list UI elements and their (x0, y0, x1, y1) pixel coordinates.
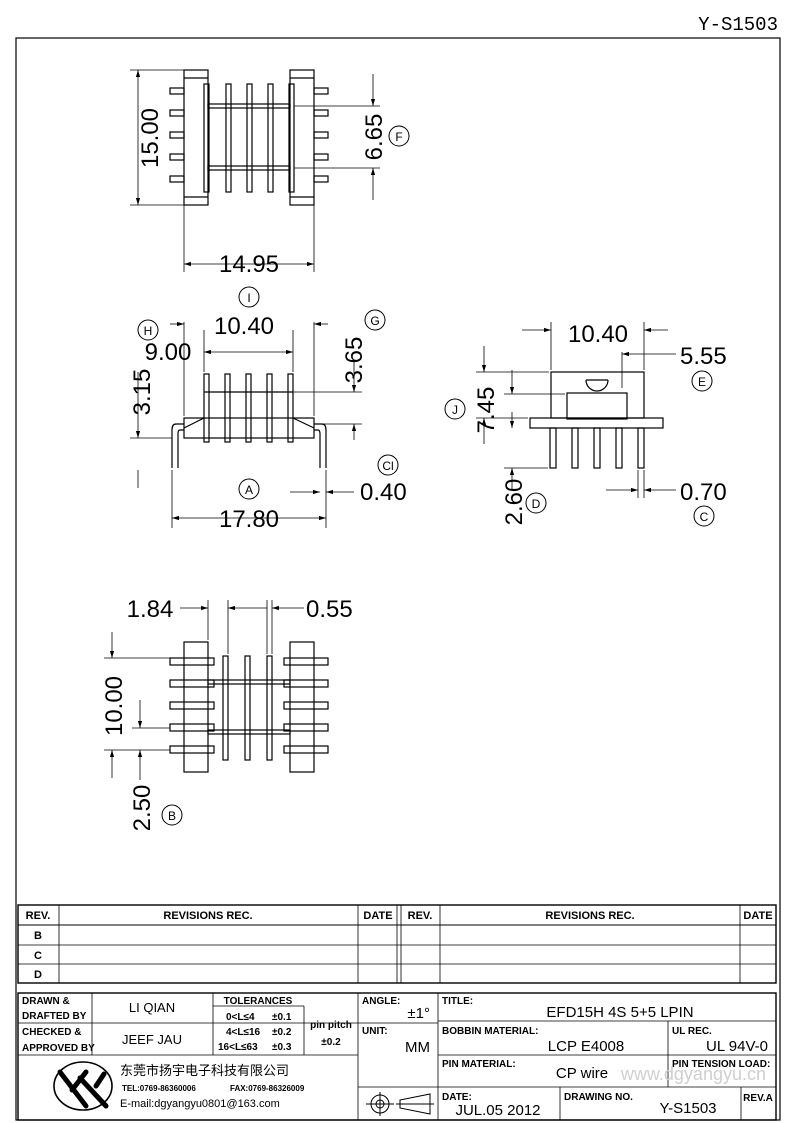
tol2-range: 4<L≤16 (226, 1027, 261, 1038)
callout-d: D (532, 497, 541, 511)
drawing-code: Y-S1503 (698, 14, 778, 36)
dim-bottom-slot: 0.55 (306, 596, 353, 623)
drawn-value: LI QIAN (129, 1000, 175, 1015)
callout-h: H (144, 324, 153, 338)
revisions-header-right: REVISIONS REC. (545, 910, 634, 922)
date-value: JUL.05 2012 (455, 1102, 540, 1119)
date-header-left: DATE (363, 910, 392, 922)
tol3-value: ±0.3 (272, 1042, 292, 1053)
callout-i: I (247, 291, 250, 305)
rev-row-b: B (34, 930, 42, 942)
tol3-range: 16<L≤63 (218, 1042, 258, 1053)
dim-top-width: 14.95 (219, 251, 279, 278)
dim-side-overall: 10.40 (214, 313, 274, 340)
title-label: TITLE: (442, 996, 473, 1007)
rev-row-d: D (34, 969, 42, 981)
watermark: www.dgyangyu.cn (620, 1064, 766, 1084)
dim-bottom-pitch: 2.50 (129, 785, 156, 832)
dim-end-height: 7.45 (473, 387, 500, 434)
unit-value: MM (405, 1039, 430, 1056)
dim-side-top: 3.65 (341, 337, 368, 384)
company-email: E-mail:dgyangyu0801@163.com (120, 1098, 280, 1110)
rev-label: REV.A (743, 1093, 773, 1104)
callout-a: A (245, 483, 253, 497)
bottom-view (104, 600, 329, 780)
company-fax: FAX:0769-86326009 (230, 1084, 305, 1093)
dim-side-pin: 0.40 (360, 479, 407, 506)
drawn-label: DRAWN & (22, 996, 70, 1007)
projection-symbol-icon (366, 1092, 434, 1116)
top-view (130, 69, 380, 272)
callout-j: J (452, 403, 458, 417)
pin-material-label: PIN MATERIAL: (442, 1059, 516, 1070)
title-value: EFD15H 4S 5+5 LPIN (546, 1004, 693, 1021)
ul-label: UL REC. (672, 1026, 712, 1037)
pin-pitch-label: pin pitch (310, 1020, 352, 1031)
drawing-no-label: DRAWING NO. (564, 1092, 633, 1103)
date-header-right: DATE (743, 910, 772, 922)
callout-b: B (168, 809, 176, 823)
checked-value: JEEF JAU (122, 1032, 182, 1047)
tol1-range: 0<L≤4 (226, 1012, 255, 1023)
drafted-label: DRAFTED BY (22, 1011, 87, 1022)
callouts: F I H G Cl A J E D C B (137, 125, 715, 826)
dim-side-height: 3.15 (129, 369, 156, 416)
dim-top-height: 15.00 (137, 108, 164, 168)
dim-side-inner: 9.00 (145, 339, 192, 366)
tol2-value: ±0.2 (272, 1027, 292, 1038)
callout-cl: Cl (382, 459, 393, 473)
dimension-labels: 15.00 14.95 6.65 10.40 9.00 3.15 3.65 17… (101, 108, 727, 831)
angle-label: ANGLE: (362, 996, 400, 1007)
approved-label: APPROVED BY (22, 1043, 95, 1054)
tolerances-label: TOLERANCES (224, 996, 293, 1007)
ul-value: UL 94V-0 (706, 1038, 768, 1055)
dim-end-pin-len: 2.60 (501, 479, 528, 526)
rev-row-c: C (34, 950, 42, 962)
end-view (476, 322, 676, 498)
company-logo-icon (53, 1061, 113, 1111)
callout-g: G (370, 314, 379, 328)
dim-end-width: 10.40 (568, 321, 628, 348)
callout-e: E (698, 375, 706, 389)
pin-pitch-value: ±0.2 (321, 1037, 341, 1048)
pin-tension-label: PIN TENSION LOAD: (672, 1059, 770, 1070)
side-view (130, 321, 362, 528)
pin-material-value: CP wire (556, 1065, 608, 1082)
date-label: DATE: (442, 1092, 472, 1103)
revision-table: REV. REVISIONS REC. DATE REV. REVISIONS … (17, 904, 777, 984)
company-name: 东莞市扬宇电子科技有限公司 (120, 1063, 289, 1078)
rev-header-right: REV. (408, 910, 433, 922)
company-tel: TEL:0769-86360006 (122, 1084, 196, 1093)
sheet-border (15, 37, 781, 1121)
drawing-no-value: Y-S1503 (660, 1100, 717, 1117)
dim-end-offset: 5.55 (680, 343, 727, 370)
revisions-header-left: REVISIONS REC. (163, 910, 252, 922)
bobbin-value: LCP E4008 (548, 1038, 624, 1055)
checked-label: CHECKED & (22, 1027, 81, 1038)
dim-bottom-flange: 1.84 (127, 596, 174, 623)
bobbin-label: BOBBIN MATERIAL: (442, 1026, 538, 1037)
callout-c: C (700, 510, 709, 524)
rev-header-left: REV. (26, 910, 51, 922)
unit-label: UNIT: (362, 1026, 388, 1037)
dim-side-base: 17.80 (219, 506, 279, 533)
tol1-value: ±0.1 (272, 1012, 292, 1023)
title-block: DRAWN & DRAFTED BY CHECKED & APPROVED BY… (17, 992, 777, 1121)
dim-top-pin-span: 6.65 (361, 114, 388, 161)
dim-end-pin: 0.70 (680, 479, 727, 506)
dim-bottom-height: 10.00 (101, 676, 128, 736)
angle-value: ±1° (407, 1005, 430, 1022)
callout-f: F (395, 130, 402, 144)
